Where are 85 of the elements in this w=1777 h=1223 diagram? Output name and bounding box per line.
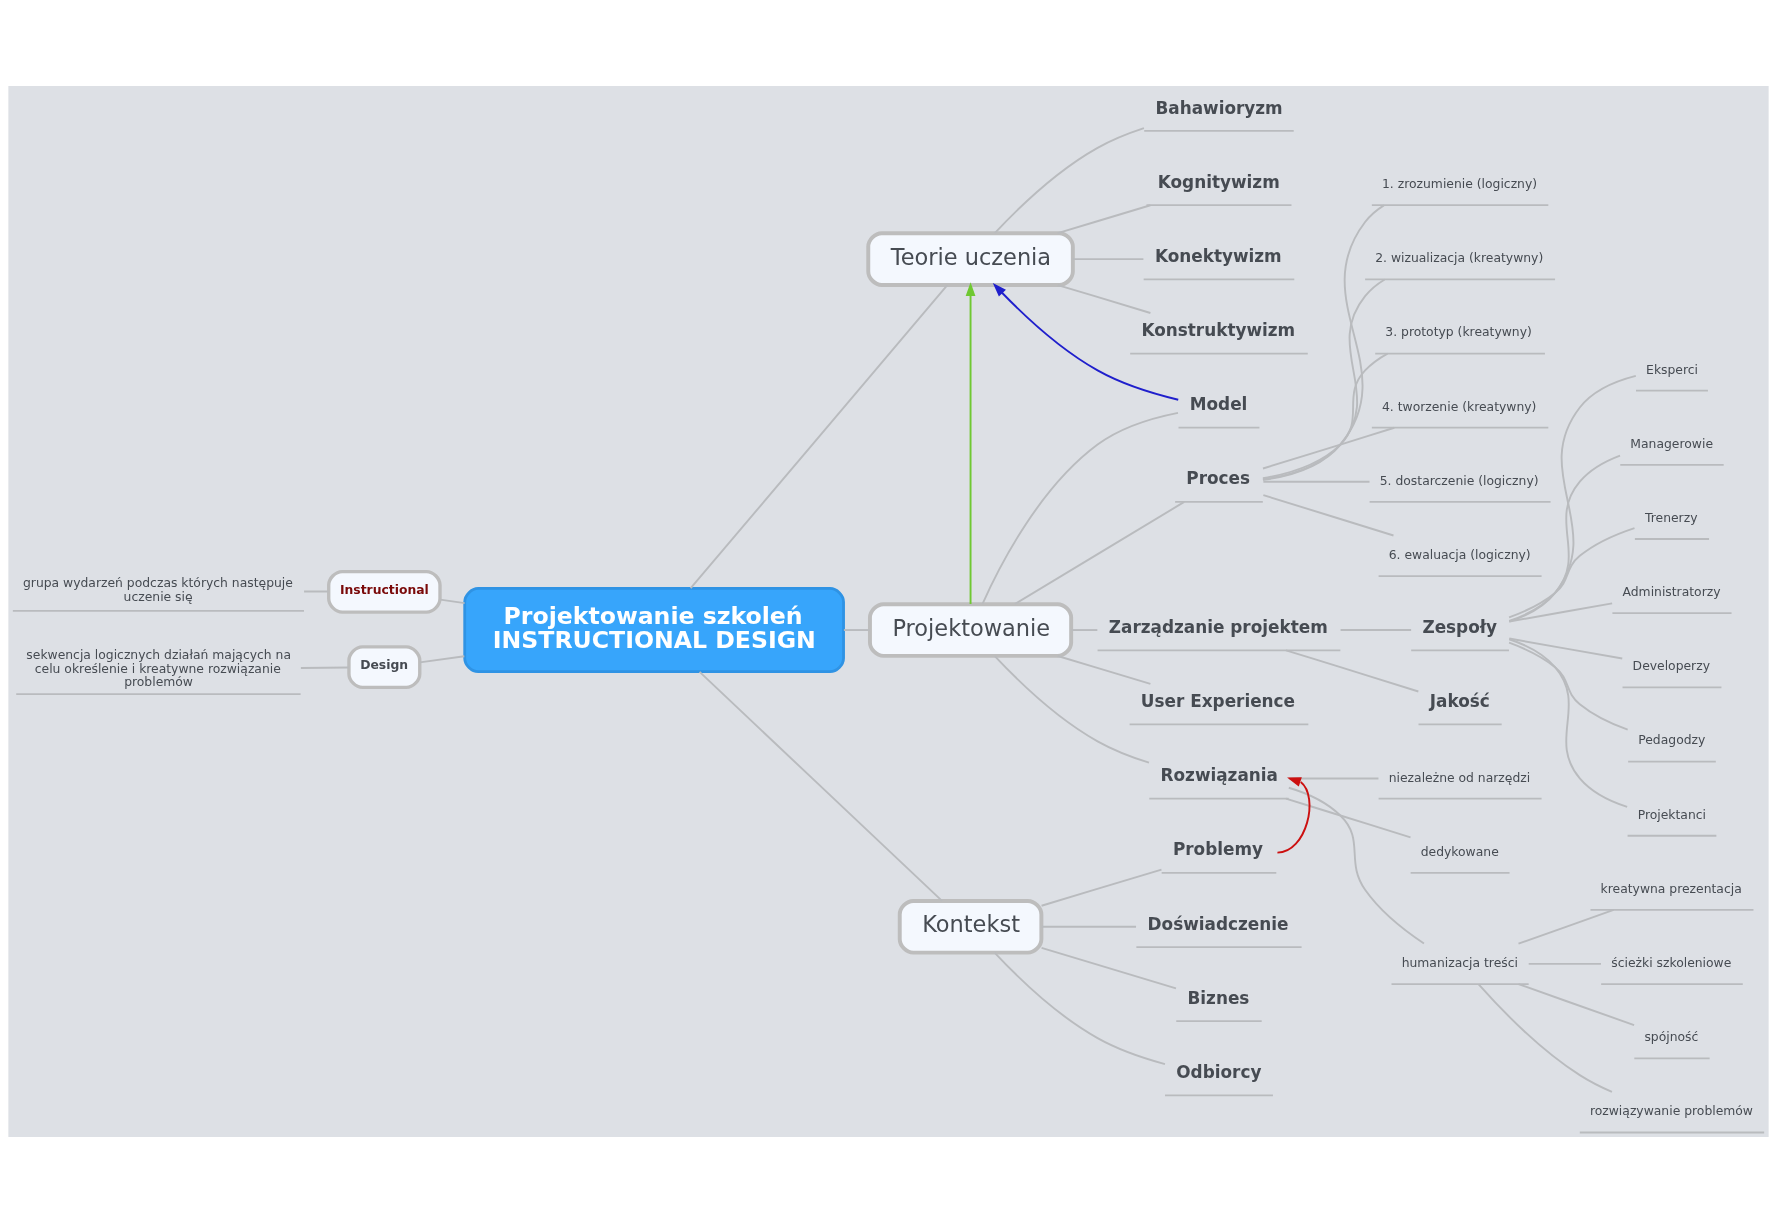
connector bbox=[1071, 258, 1145, 261]
node-text: dedykowane bbox=[1420, 844, 1499, 859]
connector bbox=[1261, 278, 1386, 481]
connector bbox=[1040, 946, 1177, 990]
connector bbox=[1508, 638, 1629, 808]
connector bbox=[439, 598, 466, 605]
node-text: 5. dostarczenie (logiczny) bbox=[1379, 473, 1539, 488]
node-text: Konstruktywizm bbox=[1141, 320, 1296, 341]
connector bbox=[1040, 925, 1137, 928]
connector bbox=[1477, 983, 1613, 1093]
connector bbox=[1339, 629, 1413, 631]
connector bbox=[299, 666, 350, 669]
node-text: grupa wydarzeń podczas których następuje uczenie się bbox=[22, 576, 293, 604]
node-text: Eksperci bbox=[1646, 362, 1699, 377]
connector bbox=[1285, 797, 1412, 839]
node-text: rozwiązywanie problemów bbox=[1589, 1104, 1753, 1119]
connector bbox=[981, 411, 1179, 605]
connector bbox=[1262, 480, 1371, 483]
node-text: Proces bbox=[1186, 468, 1251, 489]
connector bbox=[993, 655, 1150, 764]
connector bbox=[1508, 374, 1637, 623]
node-text: Kognitywizm bbox=[1157, 171, 1280, 192]
connector bbox=[1013, 501, 1186, 605]
node-text: spójność bbox=[1644, 1030, 1699, 1045]
connector bbox=[1508, 527, 1636, 619]
node-text: Konektywizm bbox=[1154, 245, 1282, 266]
node-text: Zespoły bbox=[1422, 616, 1498, 637]
connector bbox=[1508, 454, 1621, 622]
connector bbox=[842, 629, 871, 631]
connector bbox=[1262, 426, 1396, 470]
arrow bbox=[965, 282, 976, 605]
connector bbox=[1070, 629, 1099, 631]
node-text: Odbiorcy bbox=[1176, 1061, 1262, 1082]
node-text: 6. ewaluacja (logiczny) bbox=[1388, 548, 1531, 563]
connector bbox=[303, 590, 330, 593]
node-box: Projektowanie bbox=[868, 602, 1074, 658]
node-text: Bahawioryzm bbox=[1155, 97, 1283, 118]
connector bbox=[689, 284, 949, 590]
node-text: 3. prototyp (kreatywny) bbox=[1385, 325, 1532, 340]
node-box: Projektowanie szkoleń INSTRUCTIONAL DESIGN bbox=[463, 587, 845, 674]
node-text: Pedagodzy bbox=[1638, 733, 1706, 748]
node-text: Jakość bbox=[1429, 691, 1490, 712]
connector bbox=[1262, 494, 1395, 537]
arrow bbox=[992, 283, 1180, 401]
node-text: kreatywna prezentacja bbox=[1600, 881, 1742, 896]
connector bbox=[1261, 352, 1389, 480]
connector bbox=[1527, 962, 1602, 965]
node-box: Instructional bbox=[327, 569, 442, 614]
node-box: Design bbox=[347, 645, 422, 690]
connector bbox=[1508, 602, 1614, 623]
arrow bbox=[1276, 777, 1311, 854]
connector bbox=[1262, 204, 1385, 481]
node-text: Trenerzy bbox=[1645, 510, 1698, 525]
node-text: 1. zrozumienie (logiczny) bbox=[1381, 177, 1538, 192]
node-text: User Experience bbox=[1140, 691, 1296, 712]
node-text: Administratorzy bbox=[1622, 585, 1721, 600]
node-text: Rozwiązania bbox=[1160, 765, 1278, 786]
connector bbox=[1517, 983, 1636, 1027]
node-text: ścieżki szkoleniowe bbox=[1611, 956, 1732, 971]
node-box: Teorie uczenia bbox=[866, 231, 1075, 287]
connector bbox=[698, 670, 943, 902]
node-box: Kontekst bbox=[897, 899, 1044, 955]
connector bbox=[993, 127, 1145, 234]
connector bbox=[1517, 909, 1615, 945]
connector bbox=[1056, 655, 1152, 685]
node-text: Biznes bbox=[1187, 987, 1250, 1008]
node-text: 2. wizualizacja (kreatywny) bbox=[1375, 251, 1544, 266]
node-text: Managerowie bbox=[1630, 436, 1714, 451]
node-text: niezależne od narzędzi bbox=[1388, 770, 1531, 785]
node-text: humanizacja treści bbox=[1401, 956, 1518, 971]
connector bbox=[993, 951, 1166, 1065]
node-text: Doświadczenie bbox=[1147, 913, 1289, 934]
node-text: Model bbox=[1189, 394, 1248, 415]
node-text: Zarządzanie projektem bbox=[1108, 616, 1328, 637]
connector bbox=[1508, 641, 1629, 731]
connector bbox=[418, 655, 466, 664]
node-text: Projektanci bbox=[1637, 807, 1706, 822]
connector bbox=[1508, 637, 1624, 660]
node-text: sekwencja logicznych działań mających na celu określenie i kreatywne rozwiązanie problemów bbox=[26, 648, 291, 690]
node-text: Developerzy bbox=[1632, 659, 1711, 674]
connector bbox=[1040, 868, 1163, 907]
connector bbox=[1285, 649, 1420, 693]
connector bbox=[1287, 786, 1425, 945]
node-text: 4. tworzenie (kreatywny) bbox=[1381, 399, 1537, 414]
node-text: Problemy bbox=[1172, 839, 1263, 860]
